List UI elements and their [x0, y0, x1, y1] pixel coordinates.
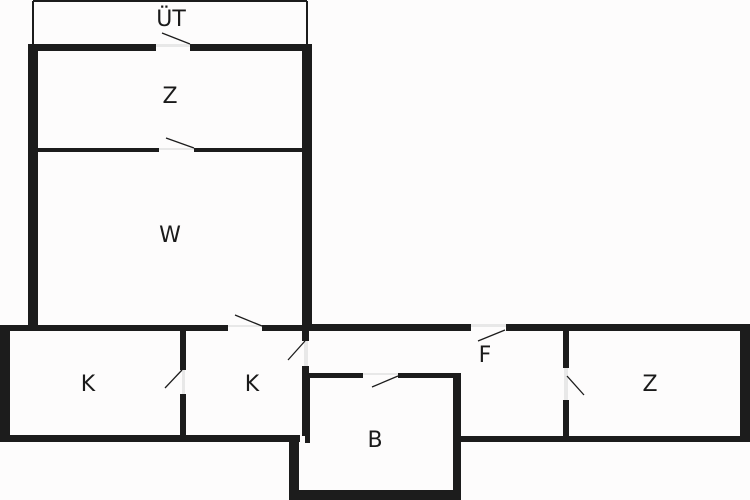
room-label-hallway: F [478, 343, 492, 368]
lower-block-walls [0, 324, 750, 442]
room-label-z-top: Z [162, 84, 178, 109]
room-label-k-middle: K [244, 372, 260, 397]
room-label-balcony: ÜT [156, 7, 186, 32]
door-balcony [161, 32, 191, 45]
upper-block-walls [28, 44, 312, 330]
door-right-z [566, 375, 585, 396]
door-w-k [234, 314, 263, 327]
door-gaps [156, 44, 568, 400]
balcony-outline [32, 0, 308, 45]
door-swings [161, 32, 585, 396]
door-z-w [165, 137, 195, 149]
bathroom-walls [289, 373, 461, 500]
room-label-bathroom: B [367, 428, 383, 453]
room-label-living-room: W [159, 223, 181, 248]
door-k-hallway [287, 340, 306, 361]
door-bathroom [371, 375, 399, 388]
door-k-k [164, 369, 183, 389]
door-hallway [477, 329, 506, 342]
room-label-k-left: K [80, 372, 96, 397]
room-label-z-right: Z [642, 372, 658, 397]
